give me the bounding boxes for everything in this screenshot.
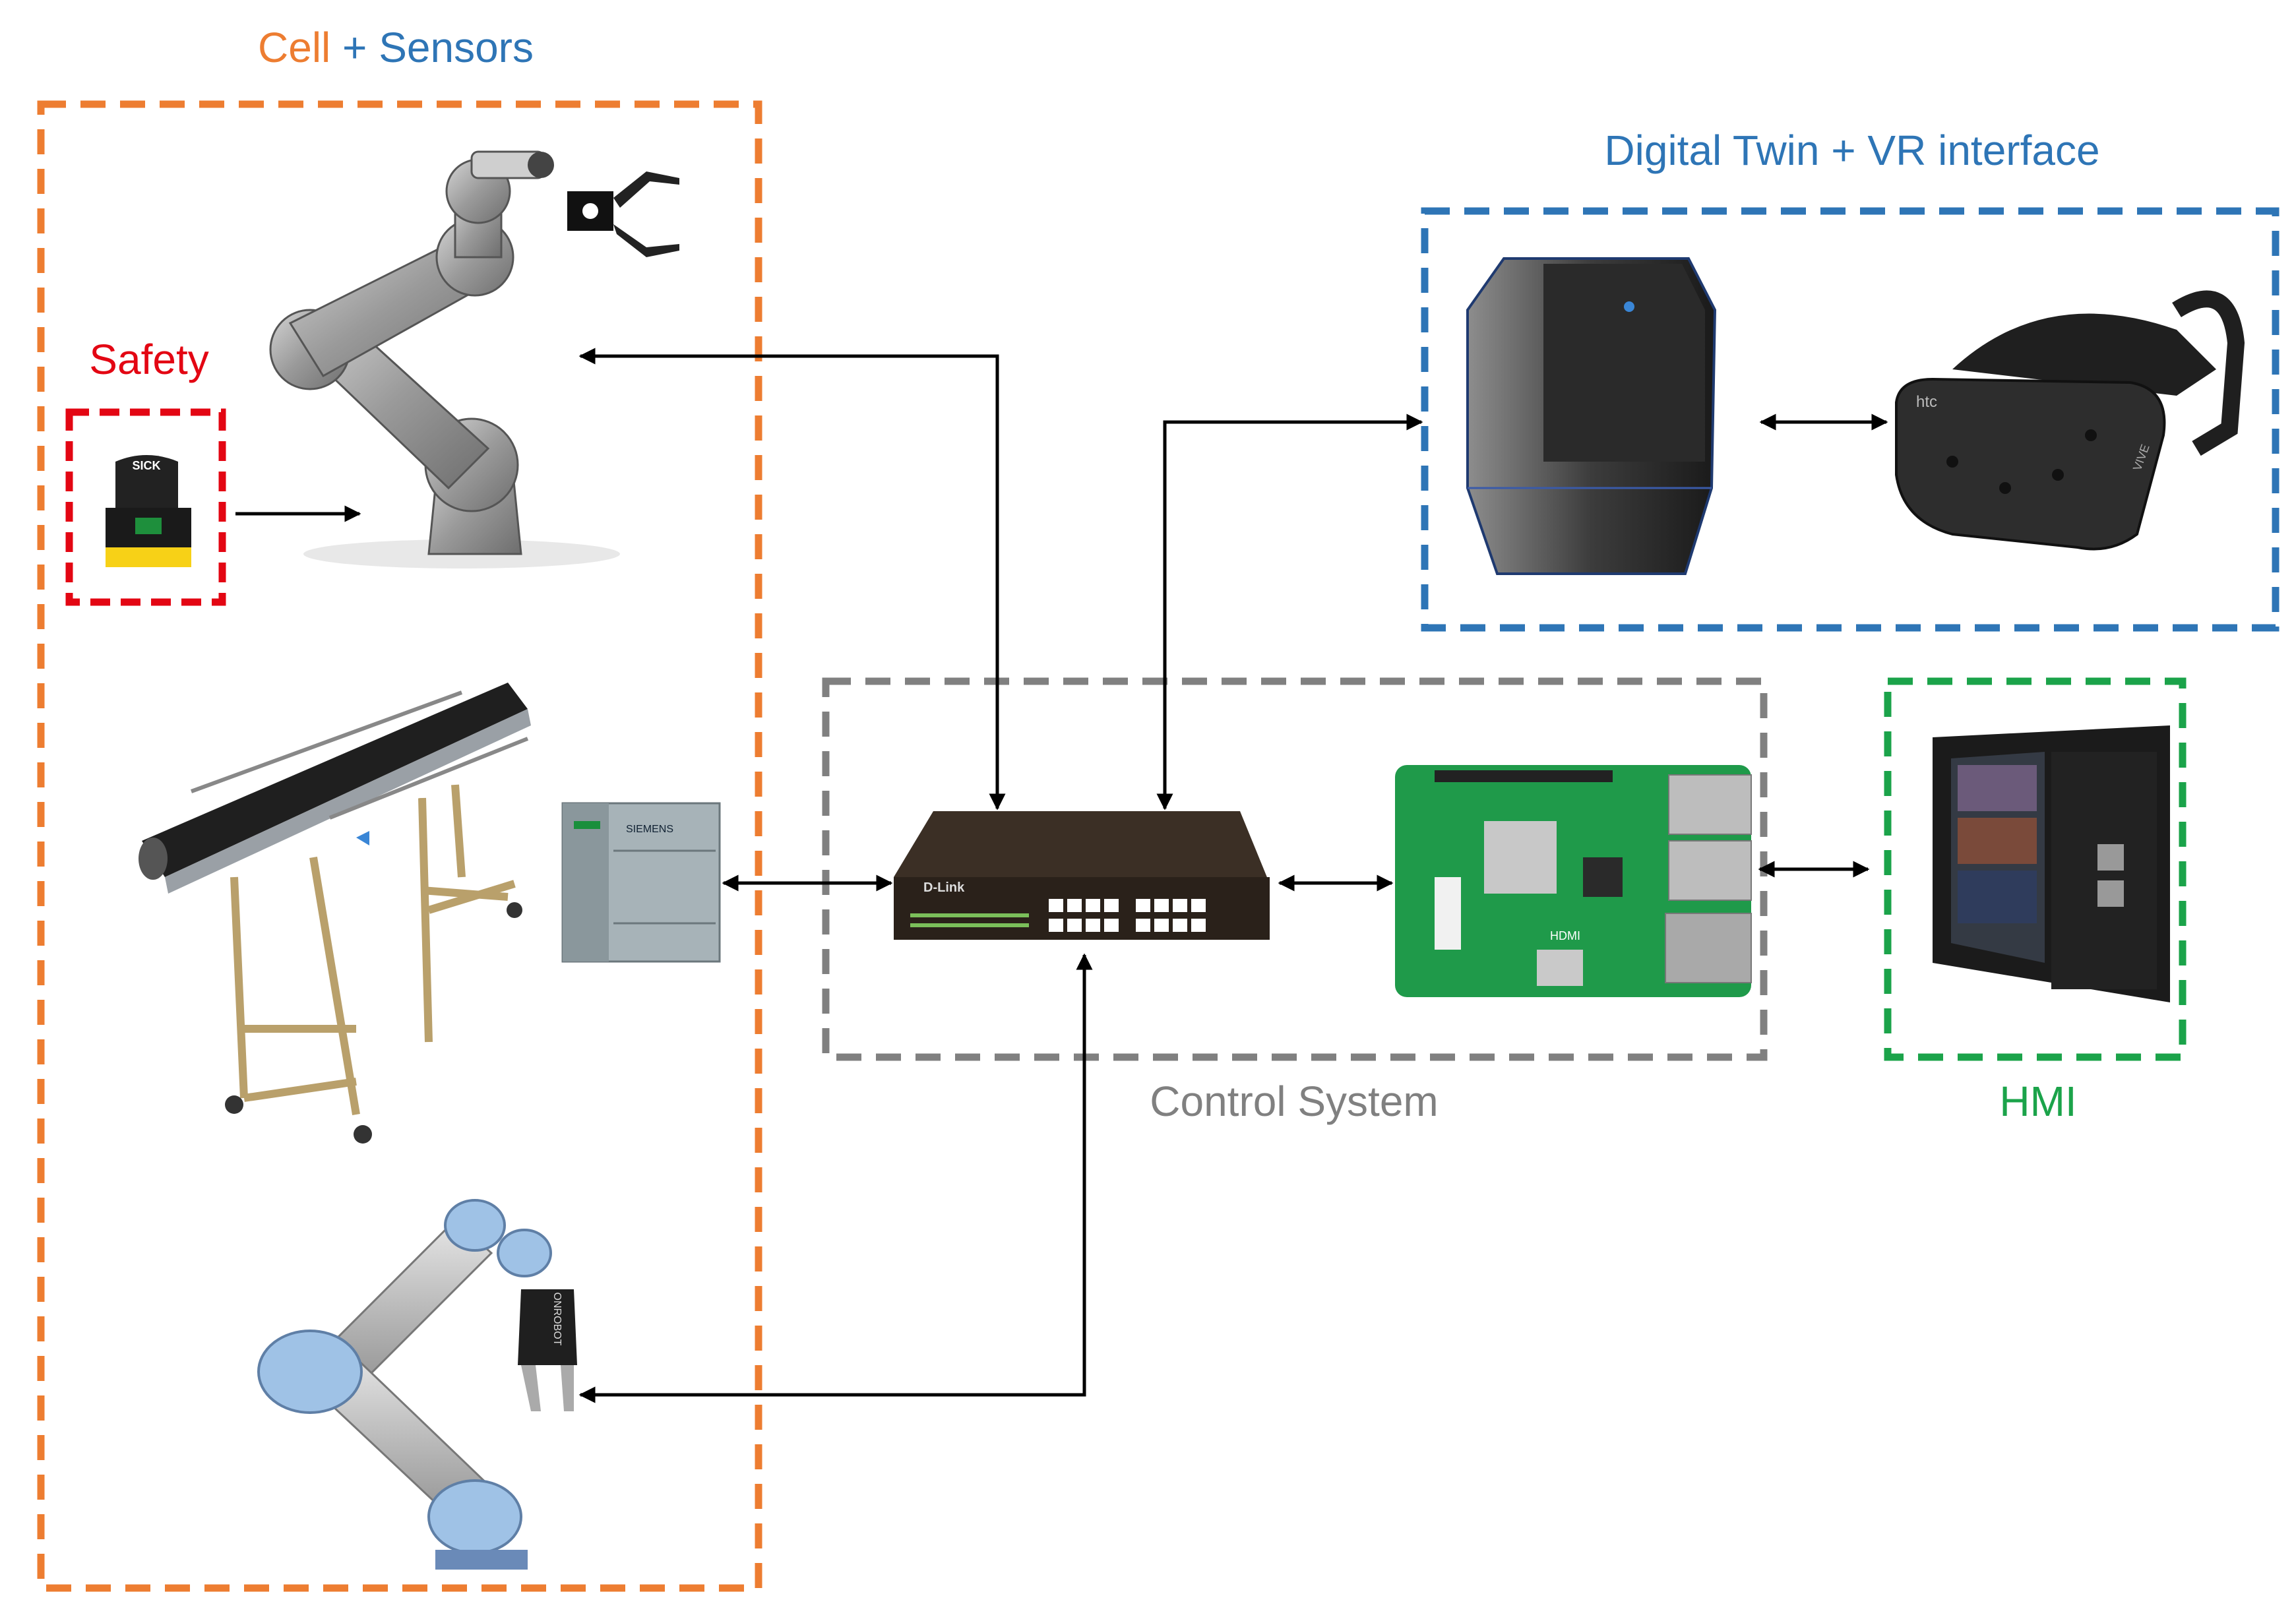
gripper-icon [567, 171, 679, 257]
cell-label: Cell [258, 24, 330, 71]
vr-headset-icon: htc VIVE [1895, 290, 2245, 551]
sensors-label: Sensors [379, 24, 534, 71]
ur-gripper-icon: ONROBOT [518, 1289, 577, 1411]
control-system-title: Control System [1150, 1078, 1438, 1125]
safety-border [65, 408, 226, 606]
safety-title: Safety [89, 336, 208, 383]
conveyor-icon [139, 683, 531, 1144]
vr-brand: htc [1916, 393, 1937, 411]
plus-sign: + [330, 24, 379, 71]
touchscreen-icon [1933, 725, 2170, 1002]
ur-robot-icon [257, 1199, 552, 1570]
connections [235, 348, 1888, 1403]
gripper-brand: ONROBOT [551, 1293, 563, 1346]
cell-sensors-title: Cell + Sensors [258, 24, 534, 71]
cell-sensors-border [37, 100, 762, 1592]
arrow-switch-to-pc [1156, 413, 1423, 811]
safety-scanner-icon: SICK [106, 455, 191, 567]
raspberry-pi-icon: HDMI [1395, 765, 1752, 997]
cobot-arm-icon [269, 150, 620, 568]
scanner-brand: SICK [132, 459, 160, 472]
plc-icon: SIEMENS [561, 802, 721, 963]
arrow-switch-to-ur-robot [578, 953, 1093, 1403]
plc-brand: SIEMENS [626, 824, 673, 835]
hmi-border [1884, 677, 2187, 1061]
switch-brand: D-Link [923, 880, 965, 895]
pi-hdmi-label: HDMI [1550, 929, 1580, 942]
network-switch-icon: D-Link [894, 811, 1270, 940]
arrow-switch-to-top-cobot [578, 348, 1006, 811]
gaming-pc-icon [1466, 257, 1717, 575]
digital-twin-title: Digital Twin + VR interface [1604, 127, 2099, 174]
hmi-title: HMI [1999, 1078, 2076, 1125]
